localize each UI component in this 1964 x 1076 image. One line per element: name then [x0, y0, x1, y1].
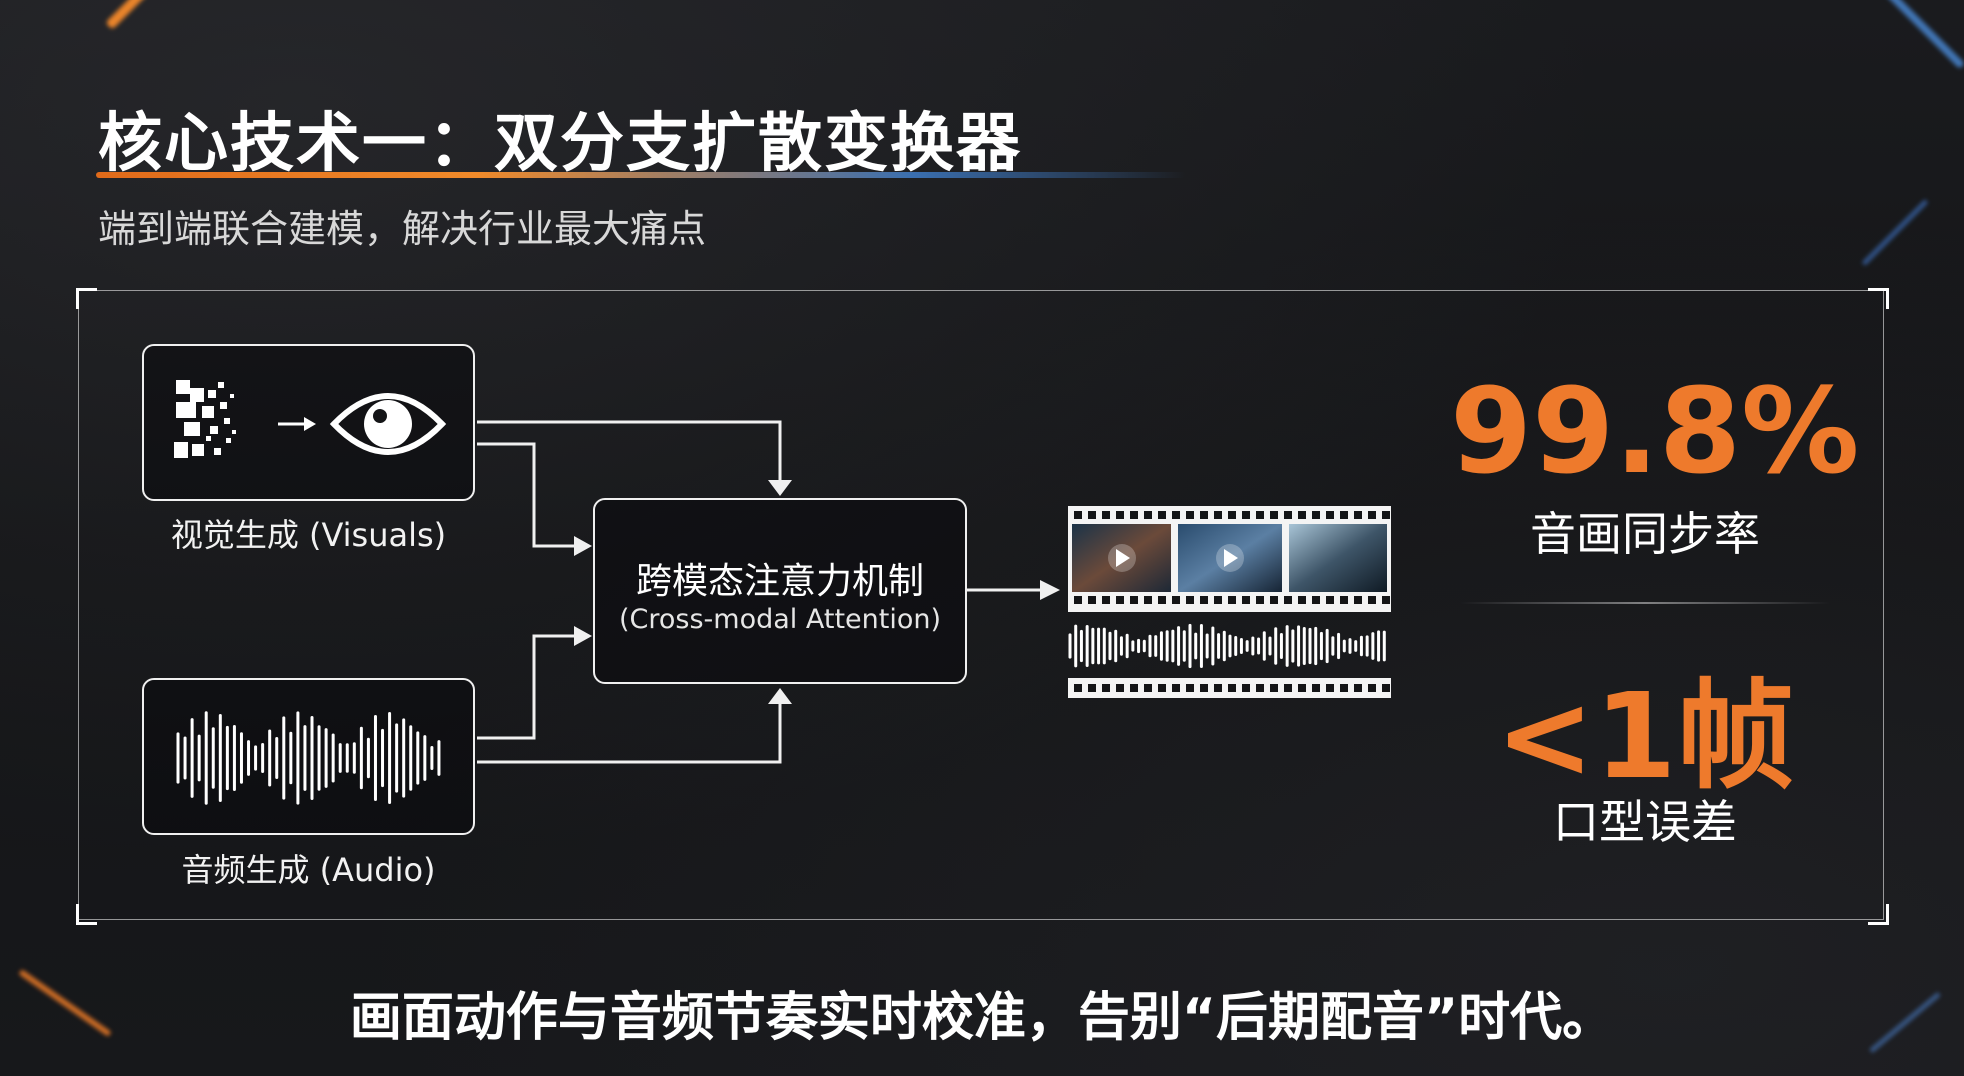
diagram-frame: [78, 290, 1884, 920]
sync-rate-value: 99.8%: [1450, 362, 1860, 500]
connector-visual-side: [477, 442, 576, 548]
audio-waveform-icon: [176, 711, 441, 805]
connector-audio-bottom: [477, 702, 782, 764]
attention-title: 跨模态注意力机制: [635, 561, 924, 602]
sync-rate-label: 音画同步率: [1530, 507, 1760, 561]
play-icon: [1108, 544, 1136, 572]
stats-divider: [1460, 602, 1830, 604]
arrowhead: [1040, 580, 1060, 600]
lip-error-value: <1帧: [1495, 667, 1795, 805]
arrow-right-icon: [278, 417, 316, 431]
page-title: 核心技术一：双分支扩散变换器: [98, 107, 1022, 181]
frame-corner: [76, 904, 97, 925]
audio-branch-label: 音频生成 (Audio): [181, 851, 436, 889]
title-underline: [96, 172, 1186, 178]
frame-corner: [1868, 288, 1889, 309]
cross-modal-attention-box: 跨模态注意力机制 (Cross-modal Attention): [593, 498, 967, 684]
eye-icon: [329, 393, 447, 455]
arrowhead: [768, 688, 792, 704]
visual-branch-label: 视觉生成 (Visuals): [170, 516, 447, 554]
arrowhead: [574, 626, 592, 646]
arrowhead: [768, 480, 792, 496]
visual-generation-box: [142, 344, 475, 501]
arrowhead: [574, 536, 592, 556]
connector-visual-top: [477, 420, 782, 482]
visual-icons: [174, 380, 447, 458]
footer-caption: 画面动作与音频节奏实时校准，告别“后期配音”时代。: [349, 988, 1615, 1048]
play-icon: [1216, 544, 1244, 572]
output-waveform-icon: [1068, 623, 1386, 669]
pixel-noise-icon: [174, 380, 236, 458]
audio-generation-box: [142, 678, 475, 835]
attention-subtitle: (Cross-modal Attention): [618, 604, 942, 635]
connector-audio-side: [477, 634, 576, 740]
frame-corner: [76, 288, 97, 309]
film-frame: [1289, 524, 1387, 592]
lip-error-label: 口型误差: [1553, 795, 1737, 849]
page-subtitle: 端到端联合建模，解决行业最大痛点: [98, 207, 707, 251]
frame-corner: [1868, 904, 1889, 925]
